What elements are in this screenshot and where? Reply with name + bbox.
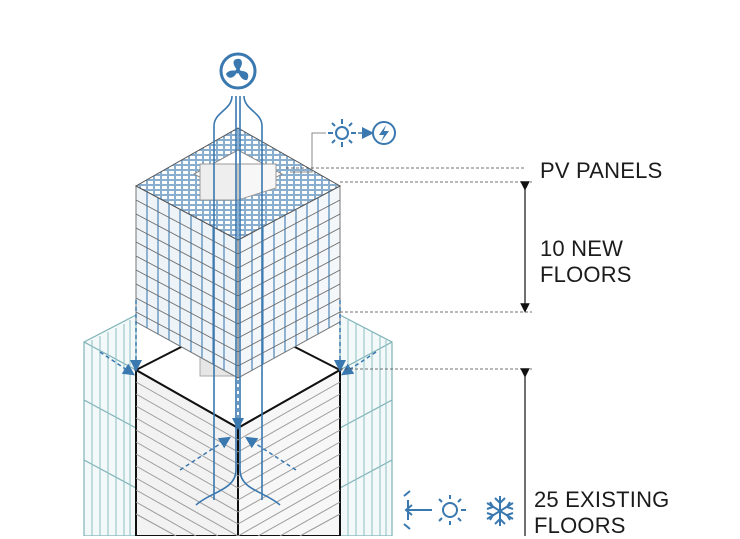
- pv-panels-label: PV PANELS: [540, 158, 663, 183]
- sun-icon: [328, 119, 356, 147]
- wind-sun-icon: [403, 490, 466, 530]
- existing-floors-label-line1: 25 EXISTING: [534, 487, 670, 512]
- new-floors-label-line2: FLOORS: [540, 262, 632, 287]
- new-floors-label-line1: 10 NEW: [540, 236, 624, 261]
- dimension-lines: [286, 167, 532, 536]
- existing-floors-label-line2: FLOORS: [534, 513, 626, 538]
- fan-icon: [219, 52, 257, 90]
- lightning-icon: [372, 121, 396, 145]
- ventilation-ducts: [195, 95, 281, 506]
- new-tower: [134, 127, 342, 379]
- snowflake-icon: [486, 496, 514, 526]
